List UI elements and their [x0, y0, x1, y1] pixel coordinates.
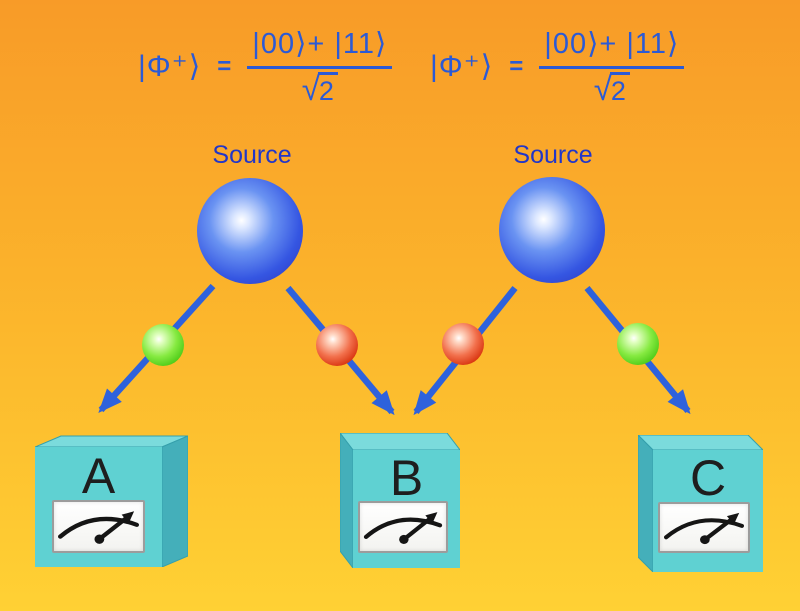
equals-sign: =	[509, 52, 524, 80]
source-label-left: Source	[212, 141, 292, 169]
detector-label: A	[81, 448, 116, 504]
detector-label: C	[689, 450, 727, 506]
fraction-numerator: |00⟩+ |11⟩	[539, 26, 685, 69]
photon-red-left	[316, 324, 358, 366]
fraction: |00⟩+ |11⟩ √ 2	[539, 26, 685, 107]
meter-pivot	[399, 534, 409, 544]
photon-green-right	[617, 323, 659, 365]
meter-needle-head	[121, 511, 135, 524]
meter-pivot	[700, 535, 710, 545]
meter-arc	[663, 518, 745, 540]
meter-pivot	[94, 534, 105, 544]
meter-needle-head	[425, 512, 438, 524]
equals-sign: =	[217, 52, 232, 80]
state-ket: |Φ⁺⟩	[430, 50, 494, 84]
meter-needle	[97, 516, 128, 542]
radical-sign: √	[301, 70, 320, 107]
source-sphere-left	[197, 178, 303, 284]
source-sphere-right	[499, 177, 605, 283]
source-label-right: Source	[513, 141, 593, 169]
bell-state-equation-left: |Φ⁺⟩ = |00⟩+ |11⟩ √ 2	[138, 26, 393, 107]
meter-gauge	[658, 502, 750, 553]
meter-dial	[363, 512, 443, 544]
meter-dial	[663, 512, 745, 545]
detector-a: A	[35, 433, 188, 567]
photon-red-right	[442, 323, 484, 365]
detector-c: C	[638, 435, 763, 572]
meter-gauge	[358, 501, 448, 553]
radical-sign: √	[593, 70, 612, 107]
detector-b: B	[340, 433, 460, 568]
fraction-denominator: √ 2	[594, 72, 630, 107]
meter-needle	[401, 517, 431, 542]
detector-label: B	[389, 450, 424, 506]
radicand: 2	[317, 72, 338, 107]
fraction-numerator: |00⟩+ |11⟩	[247, 26, 393, 69]
fraction: |00⟩+ |11⟩ √ 2	[247, 26, 393, 107]
meter-dial	[58, 511, 139, 544]
bell-state-equation-right: |Φ⁺⟩ = |00⟩+ |11⟩ √ 2	[430, 26, 685, 107]
photon-green-left	[142, 324, 184, 366]
meter-arc	[363, 517, 443, 539]
fraction-denominator: √ 2	[302, 72, 338, 107]
meter-needle	[702, 518, 733, 542]
radicand: 2	[609, 72, 630, 107]
meter-gauge	[52, 500, 145, 553]
meter-needle-head	[726, 512, 740, 525]
meter-arc	[58, 516, 139, 539]
state-ket: |Φ⁺⟩	[138, 50, 202, 84]
